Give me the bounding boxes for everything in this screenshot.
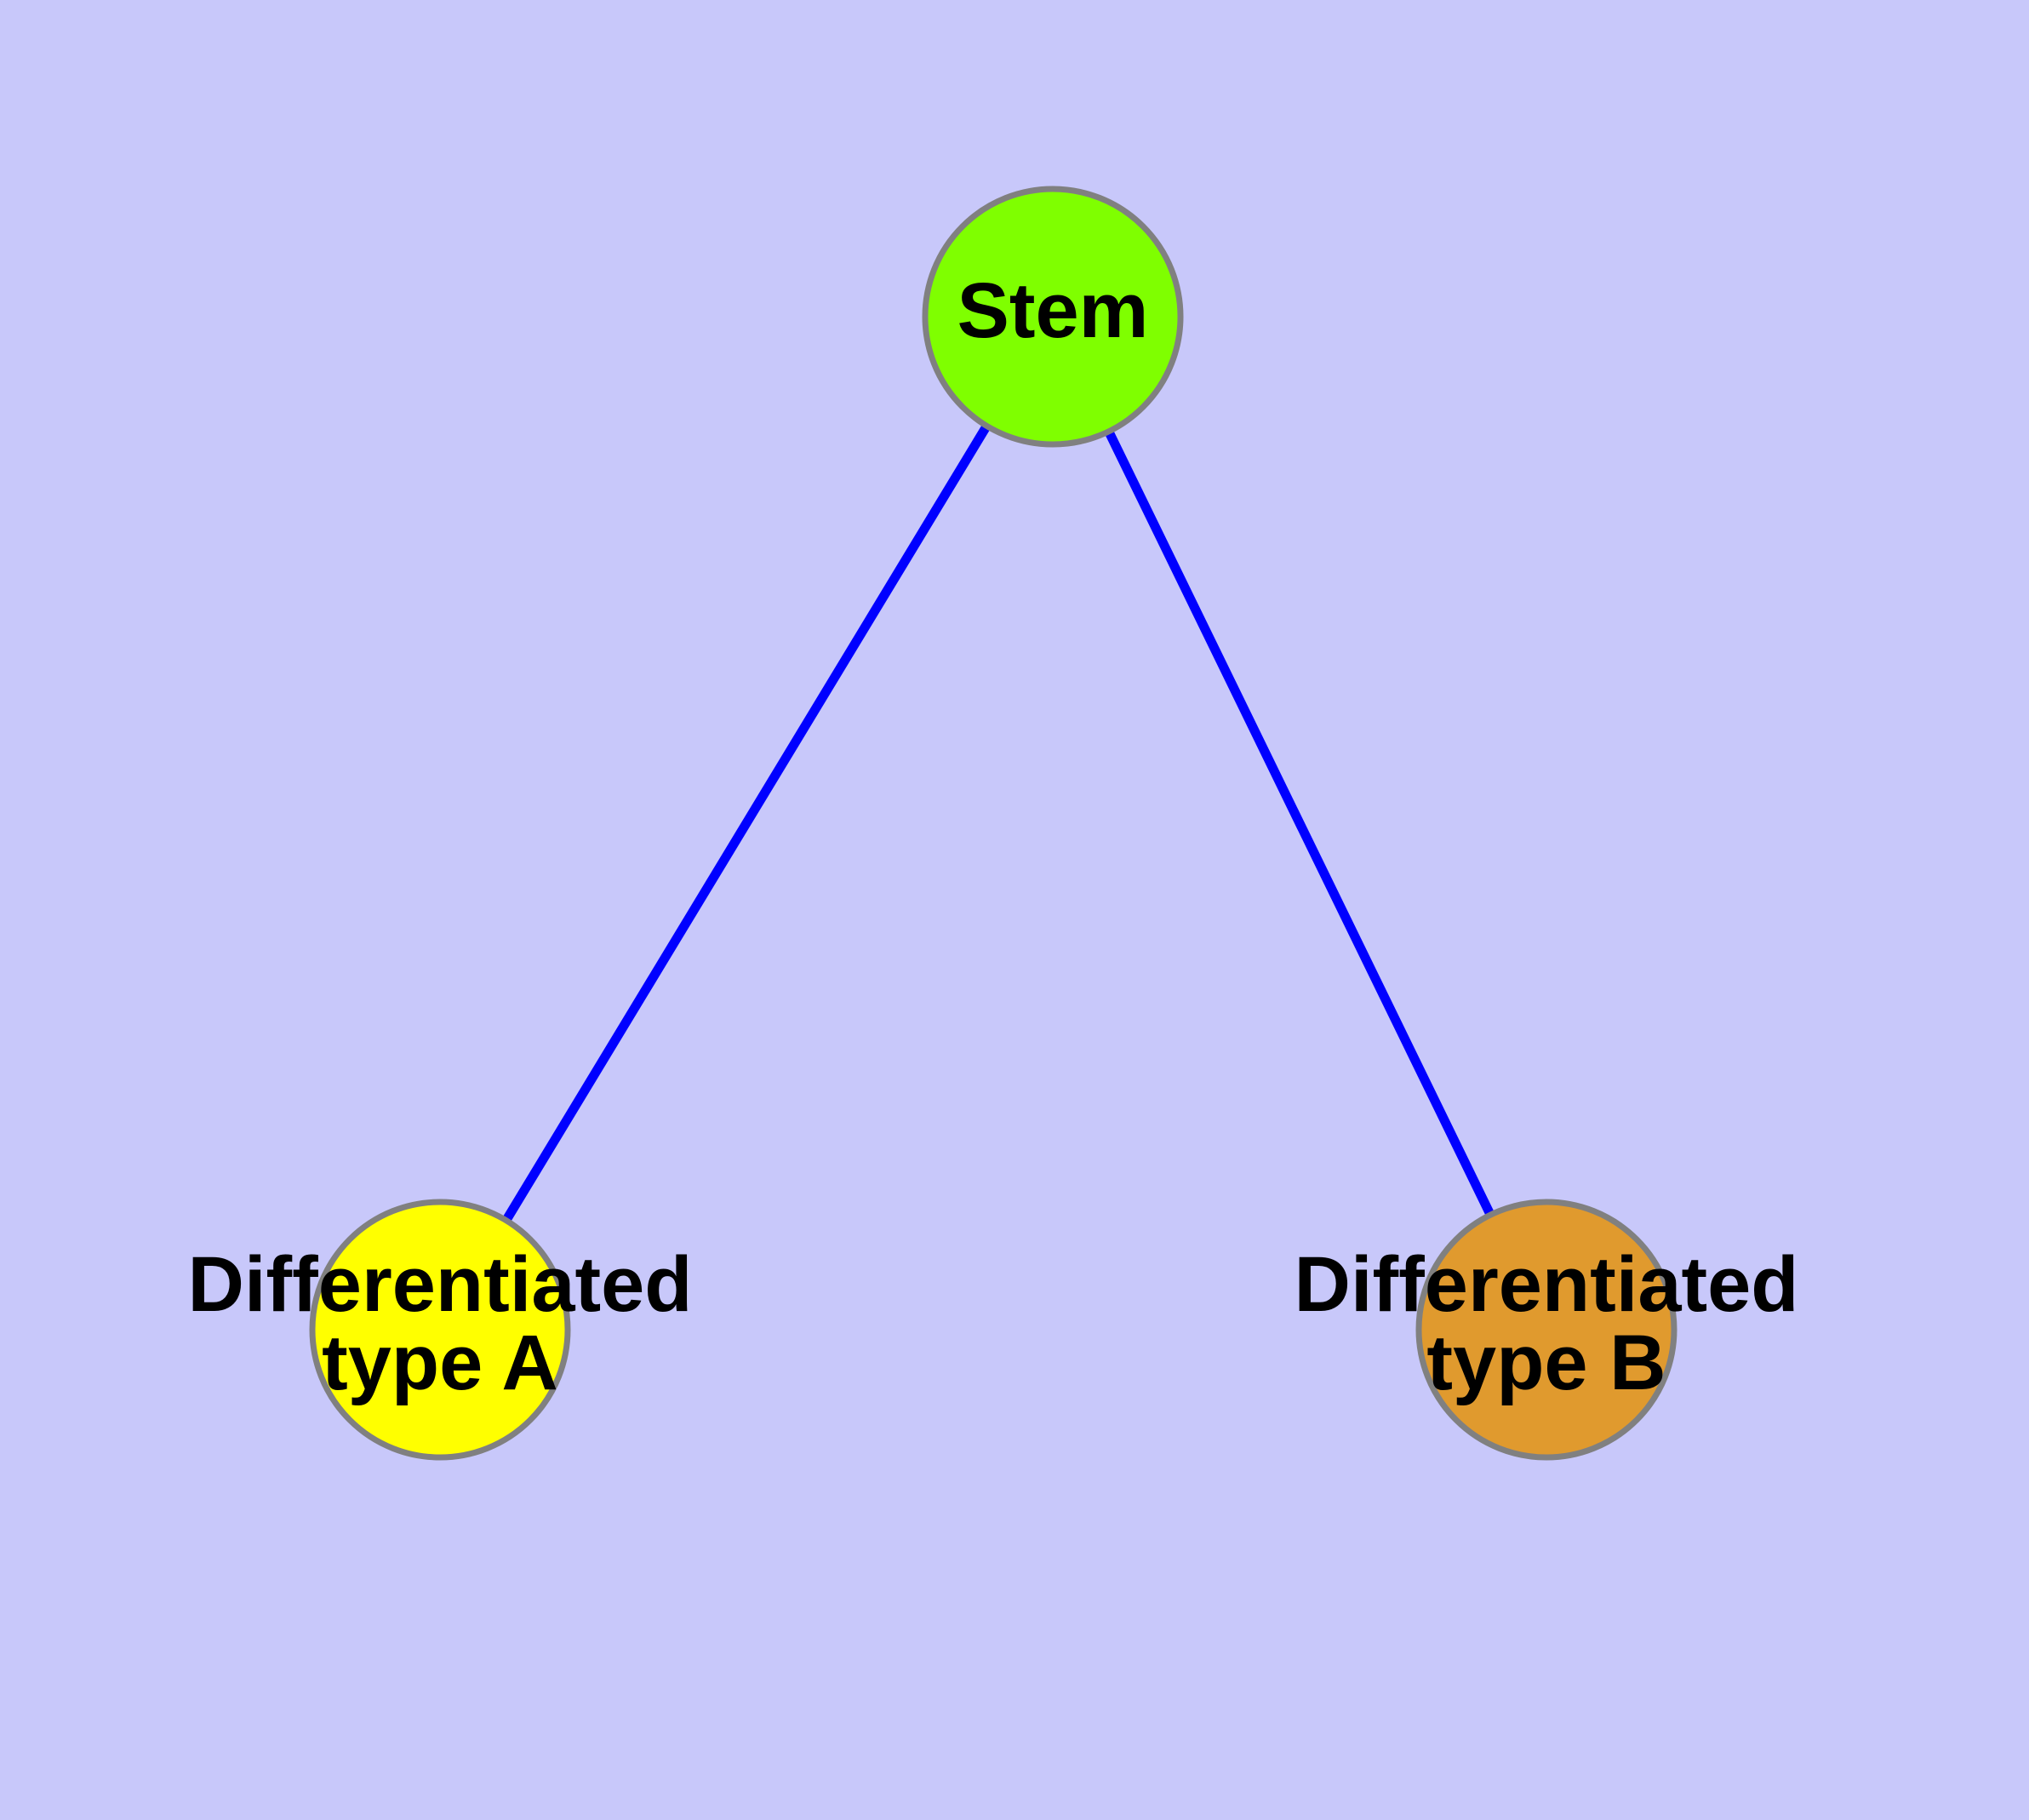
graph-node-label-line: Differentiated xyxy=(1295,1241,1799,1328)
graph-node-label-line: Differentiated xyxy=(188,1241,693,1328)
nodes-layer xyxy=(309,186,1677,1461)
graph-node-label-stem: Stem xyxy=(957,267,1149,354)
graph-node-label-line: type A xyxy=(322,1319,558,1406)
graph-edge-stem-to-diff-a xyxy=(436,314,1057,1332)
graph-node-diff-b[interactable] xyxy=(1415,1199,1677,1461)
graph-node-label-line: Stem xyxy=(957,267,1149,354)
graph-node-diff-a[interactable] xyxy=(309,1199,571,1461)
graph-node-stem[interactable] xyxy=(922,186,1184,448)
edges-layer xyxy=(436,314,1551,1332)
graph-node-label-line: type B xyxy=(1426,1319,1666,1406)
graph-edge-stem-to-diff-b xyxy=(1049,314,1551,1332)
